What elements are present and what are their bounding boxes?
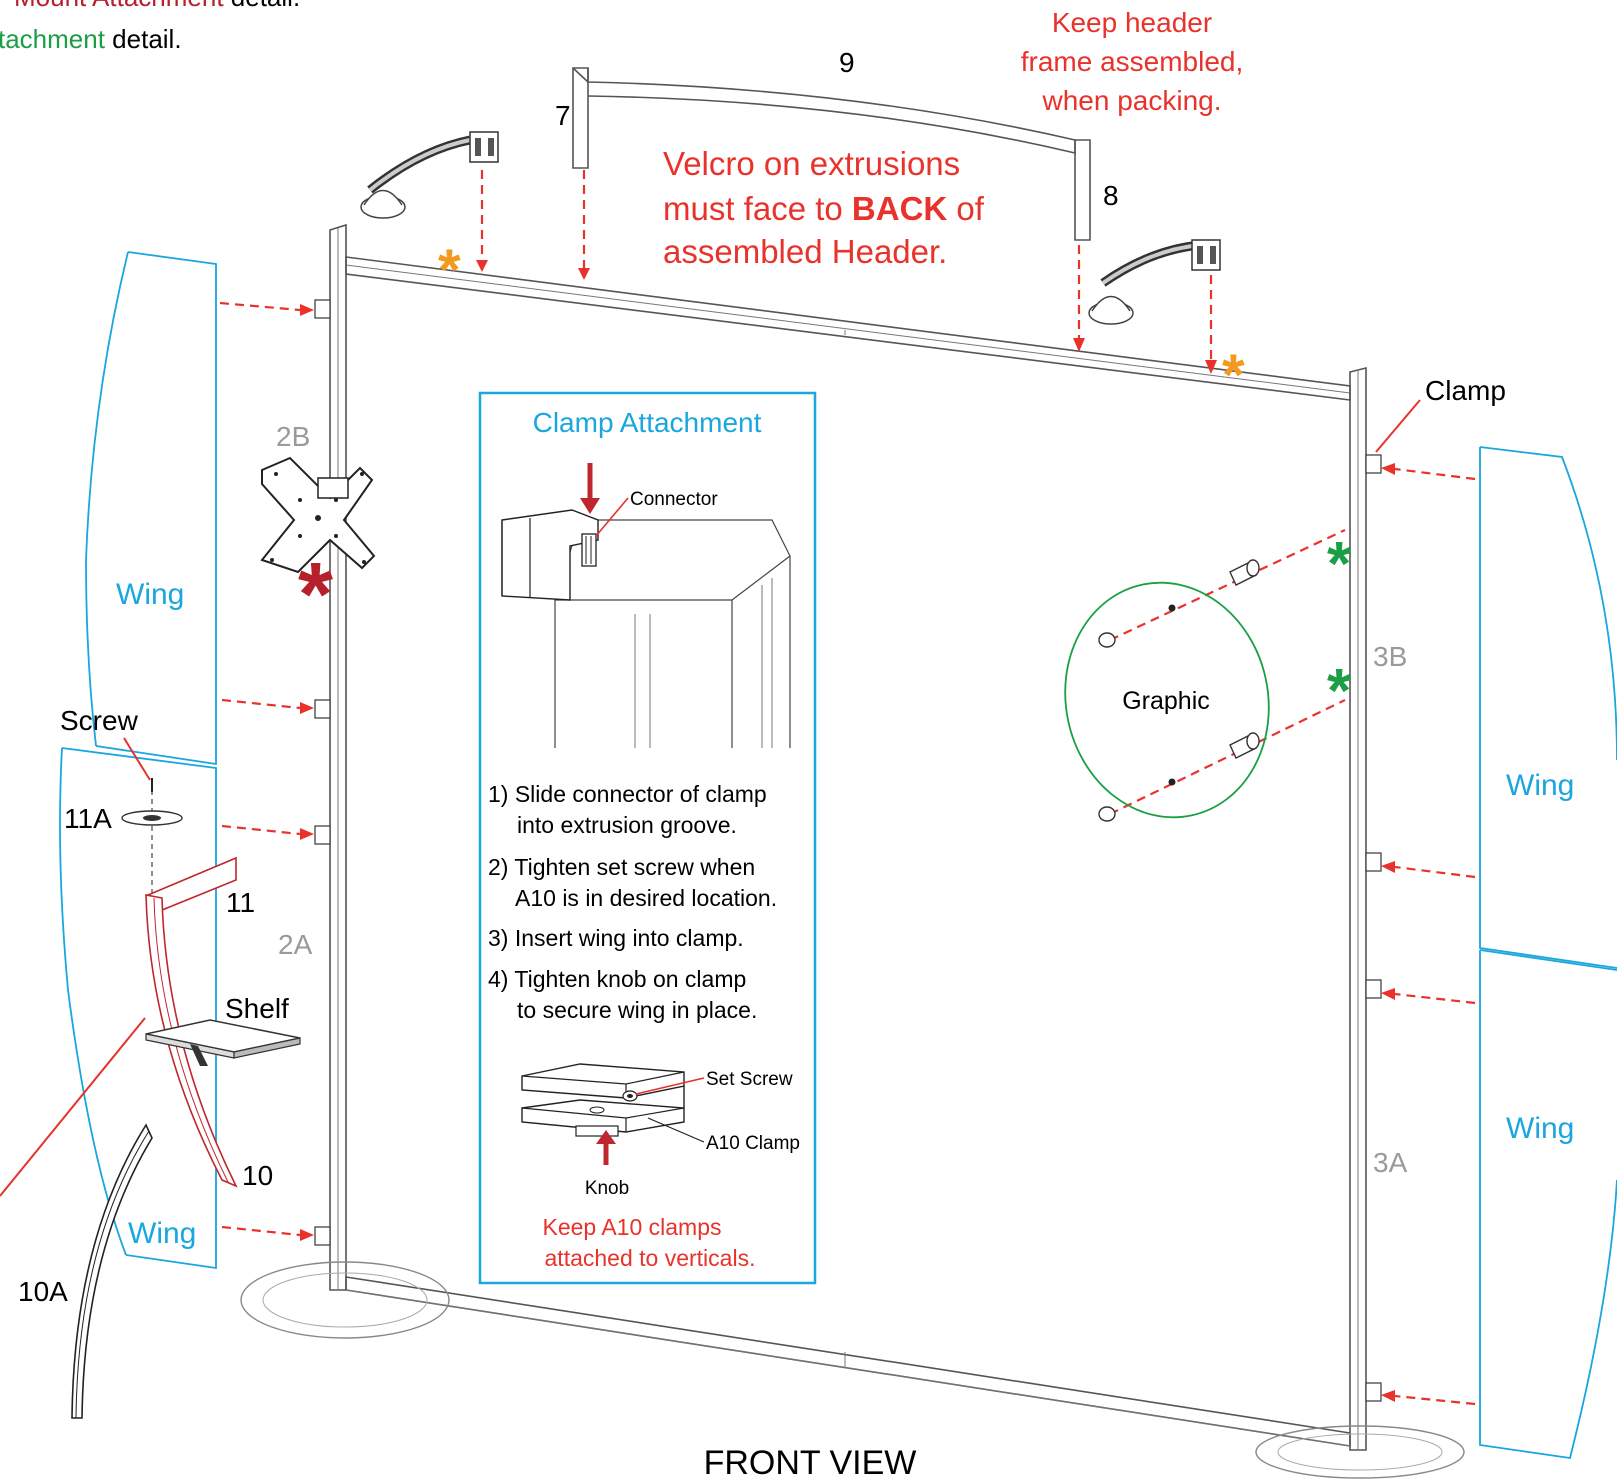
set-screw-label: Set Screw: [706, 1069, 793, 1090]
step-3: 3) Insert wing into clamp.: [488, 925, 744, 951]
note-mount-attachment: Mount Attachment detail.: [14, 0, 300, 12]
vesa-mount-plate: [260, 456, 376, 574]
part-7-label: 7: [555, 100, 571, 131]
step-1-line1: 1) Slide connector of clamp: [488, 781, 767, 807]
a10-clamp-label: A10 Clamp: [706, 1133, 800, 1154]
upright-clamps: [314, 299, 1382, 1402]
monitor-arm-right: [1088, 239, 1221, 325]
keep-a10-line1: Keep A10 clamps: [542, 1214, 721, 1240]
wing-right-top: [1479, 446, 1617, 969]
svg-text:must face to BACK of: must face to BACK of: [663, 190, 985, 227]
svg-text:assembled Header.: assembled Header.: [663, 233, 947, 270]
keep-a10-line2: attached to verticals.: [545, 1245, 756, 1271]
wing-left-bottom-label: Wing: [128, 1217, 196, 1250]
step-2-line1: 2) Tighten set screw when: [488, 854, 755, 880]
velcro-note: Velcro on extrusions must face to BACK o…: [663, 145, 985, 270]
wing-right-bottom-label: Wing: [1506, 1112, 1574, 1145]
clamp-connector-illustration: [501, 463, 791, 748]
asterisk-orange-left: *: [438, 238, 461, 303]
shelf-leader: [0, 1017, 146, 1197]
step-1-line2: into extrusion groove.: [517, 812, 737, 838]
svg-text:Keep header: Keep header: [1052, 7, 1212, 38]
base-right: [1255, 1425, 1465, 1479]
part-11-label: 11: [226, 887, 255, 918]
step-2-line2: A10 is in desired location.: [515, 885, 777, 911]
front-view-label: FRONT VIEW: [704, 1444, 917, 1480]
note-attachment: tachment detail.: [0, 24, 182, 54]
screw-label: Screw: [60, 705, 139, 736]
knob-label: Knob: [585, 1178, 629, 1199]
header-frame: [572, 67, 1091, 241]
asterisk-green-bottom: *: [1327, 657, 1352, 726]
wing-right-bottom: [1479, 949, 1617, 1460]
part-10a-curve: [71, 1123, 153, 1419]
wing-left-bottom: [59, 747, 217, 1270]
main-frame: [329, 223, 1367, 1451]
svg-text:frame assembled,: frame assembled,: [1021, 46, 1244, 77]
shelf: [145, 1019, 301, 1066]
clamp-label: Clamp: [1425, 375, 1506, 406]
dashed-arrows: [151, 170, 1476, 1406]
base-left: [240, 1261, 450, 1339]
clamp-box-title: Clamp Attachment: [533, 407, 762, 438]
shelf-label: Shelf: [225, 993, 289, 1024]
wing-left-top-label: Wing: [116, 578, 184, 611]
part-9-label: 9: [839, 47, 855, 78]
wing-right-top-label: Wing: [1506, 769, 1574, 802]
part-10a-label: 10A: [18, 1276, 68, 1307]
graphic-label: Graphic: [1122, 687, 1210, 715]
round-graphic: [1064, 559, 1270, 822]
header-note: Keep header frame assembled, when packin…: [1021, 7, 1244, 116]
part-11a-label: 11A: [64, 803, 112, 834]
svg-text:Velcro on extrusions: Velcro on extrusions: [663, 145, 960, 182]
part-10-label: 10: [242, 1160, 273, 1191]
part-11a-disc: [121, 810, 183, 826]
step-4-line2: to secure wing in place.: [517, 997, 757, 1023]
part-2b-label: 2B: [276, 421, 310, 452]
connector-label: Connector: [630, 489, 718, 510]
part-3a-label: 3A: [1373, 1147, 1408, 1178]
monitor-arm-left: [360, 131, 499, 219]
asterisk-orange-right: *: [1222, 343, 1245, 408]
svg-text:when packing.: when packing.: [1041, 85, 1221, 116]
asterisk-green-top: *: [1327, 530, 1352, 599]
part-2a-label: 2A: [278, 929, 313, 960]
step-4-line1: 4) Tighten knob on clamp: [488, 966, 746, 992]
part-8-label: 8: [1103, 180, 1119, 211]
clamp-steps: 1) Slide connector of clamp into extrusi…: [488, 781, 777, 1023]
part-3b-label: 3B: [1373, 641, 1407, 672]
wing-left-top: [85, 251, 217, 766]
a10-clamp-illustration: [521, 1063, 705, 1165]
